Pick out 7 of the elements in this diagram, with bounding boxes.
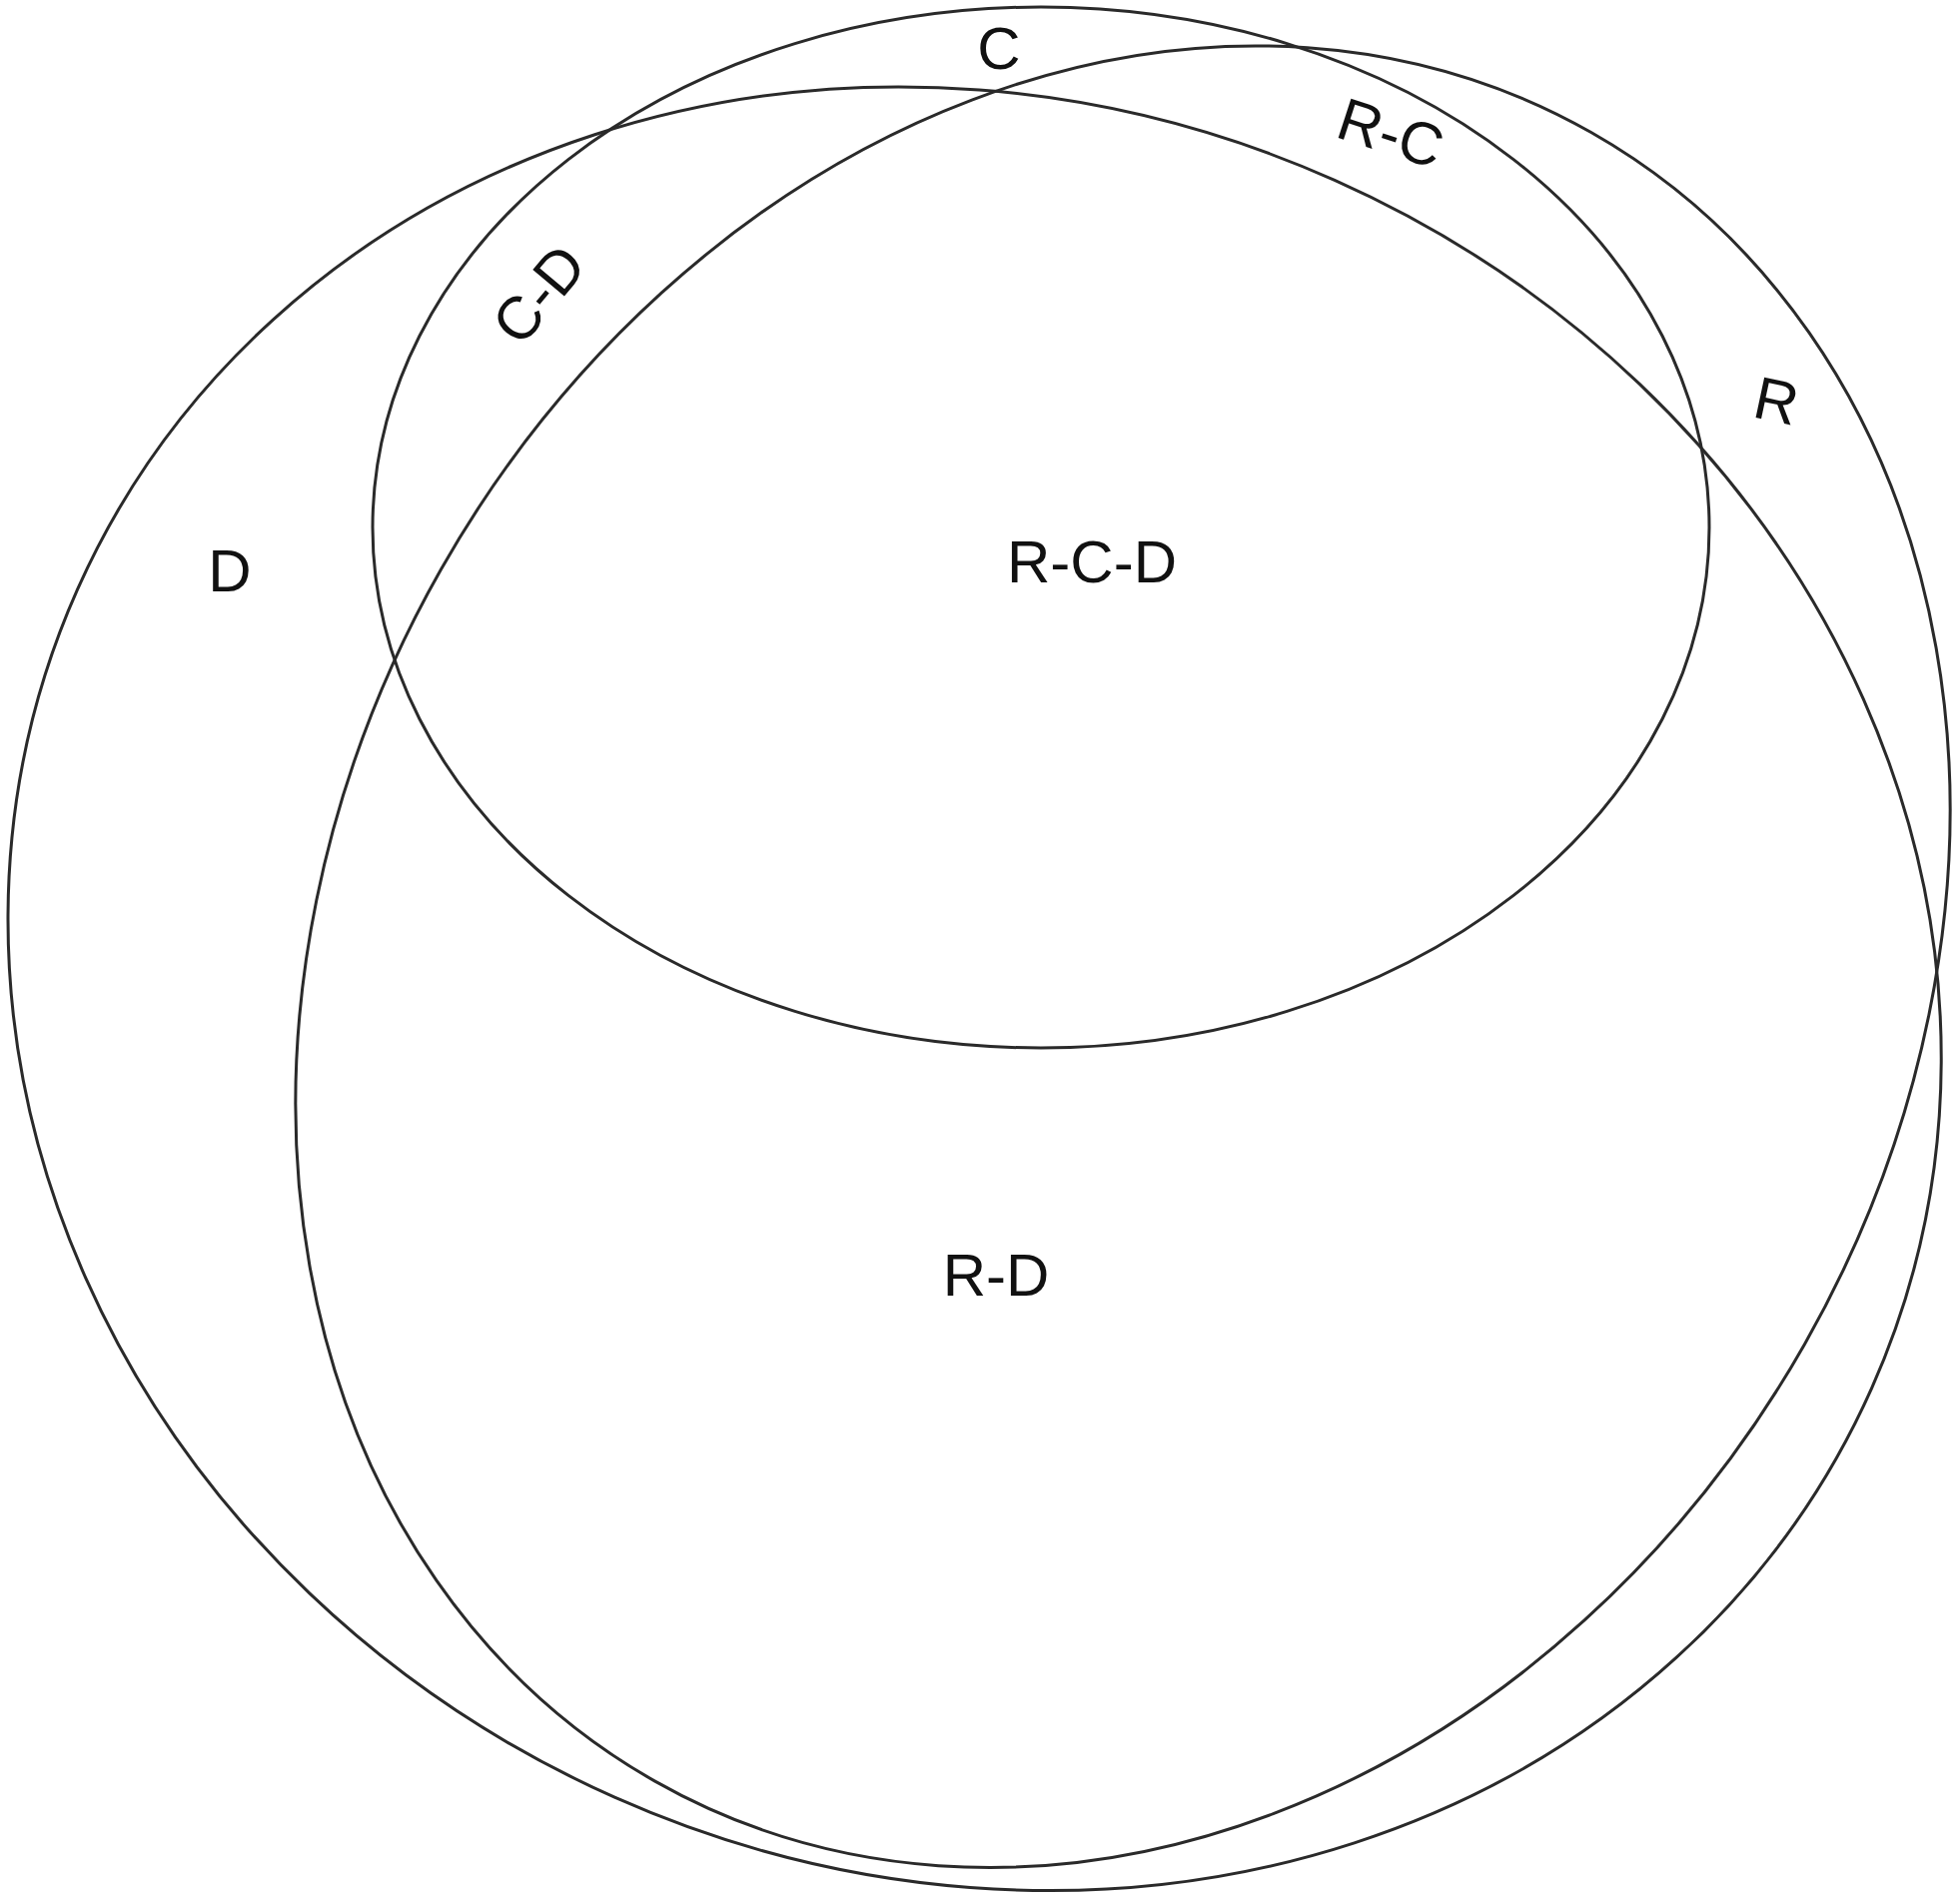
region-label: R-C-D bbox=[1007, 532, 1177, 592]
set-label: R bbox=[1748, 368, 1804, 436]
region-label: R-D bbox=[942, 1246, 1050, 1306]
region-label: R-C bbox=[1331, 89, 1451, 179]
region-label: C-D bbox=[482, 234, 597, 356]
set-label: C bbox=[977, 19, 1021, 79]
set-label: D bbox=[208, 541, 252, 601]
